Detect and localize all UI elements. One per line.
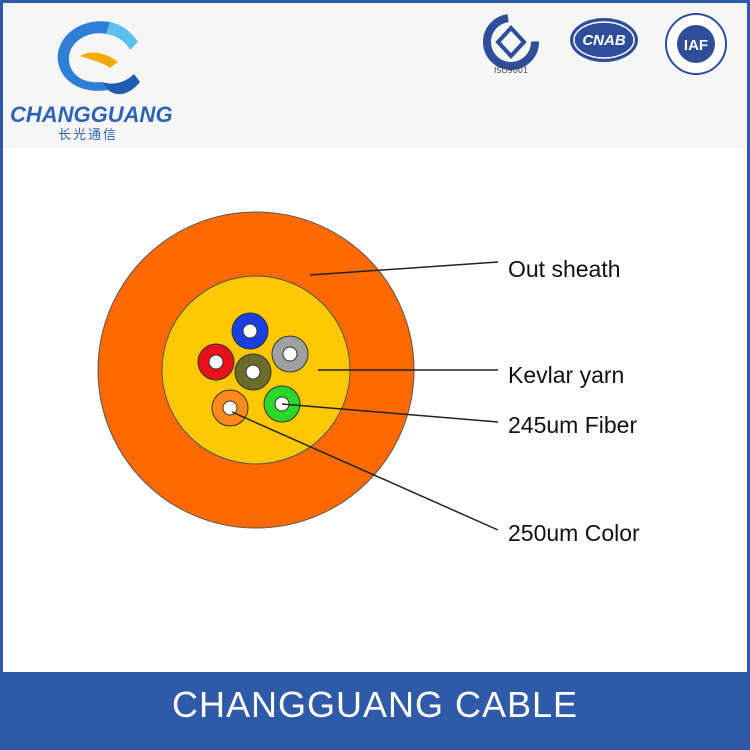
cnab-text: CNAB [582,32,625,49]
iso-text: ISO9001 [494,66,529,75]
iaf-certification-icon: IAF [665,13,727,75]
cnab-certification-icon: CNAB [570,18,638,62]
changguang-logo [57,21,140,95]
fiber-orange [211,389,249,427]
brand-subtitle: 长光通信 [58,128,119,143]
iaf-text: IAF [684,37,708,54]
iso-certification-icon [483,14,539,70]
label-kevlar-yarn: Kevlar yarn [508,362,625,388]
leader-out-sheath [309,261,499,276]
leader-color [231,411,499,531]
footer-banner: CHANGGUANG CABLE [3,672,747,747]
fiber-gray [271,335,309,373]
fiber-blue [231,312,269,350]
label-out-sheath: Out sheath [508,256,621,282]
footer-title: CHANGGUANG CABLE [171,684,579,725]
brand-name: CHANGGUANG [10,102,173,127]
fiber-olive [234,353,272,391]
leader-fiber [281,403,499,423]
label-fiber: 245um Fiber [508,412,638,438]
fiber-red [197,343,235,381]
label-color: 250um Color [508,520,640,546]
